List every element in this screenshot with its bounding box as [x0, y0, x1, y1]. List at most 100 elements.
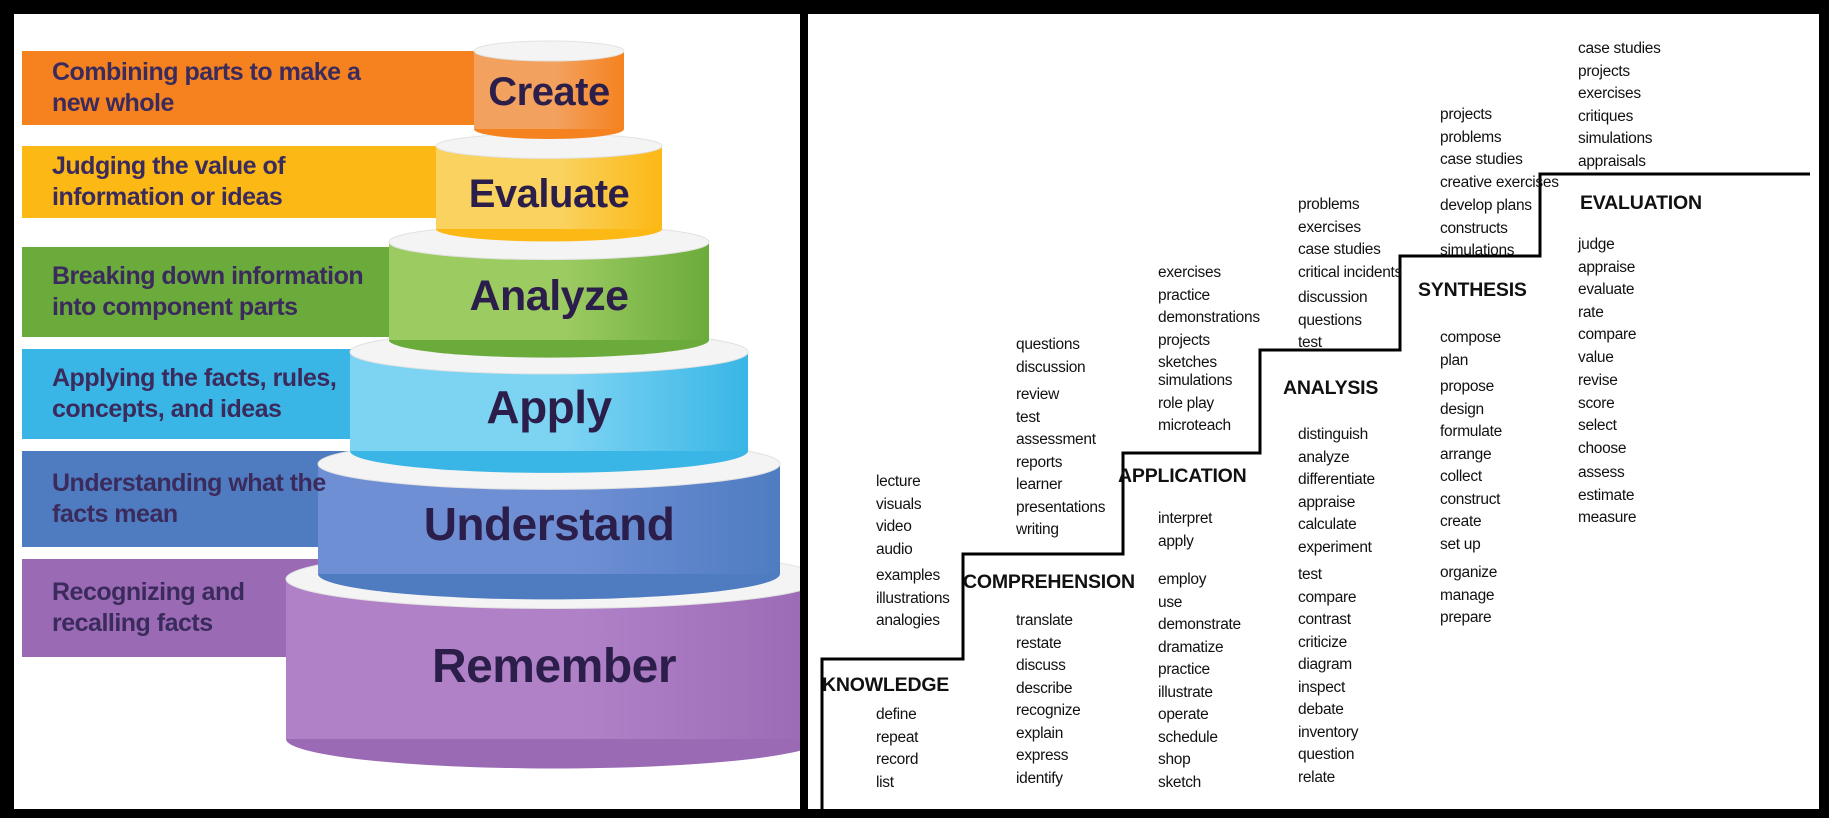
verb-item: appraise [1578, 258, 1636, 276]
tier-analyze [22, 223, 710, 358]
activity-item: role play [1158, 394, 1214, 412]
verb-item: contrast [1298, 611, 1351, 628]
activity-item: test [1016, 408, 1040, 426]
verb-item: revise [1578, 372, 1618, 389]
verb-item: differentiate [1298, 471, 1375, 488]
verb-item: prepare [1440, 609, 1492, 626]
activity-item: projects [1440, 106, 1492, 123]
verb-item: manage [1440, 586, 1495, 604]
verb-item: assess [1578, 464, 1625, 481]
staircase-line [820, 172, 1810, 809]
level-name: COMPREHENSION [963, 571, 1135, 593]
verb-item: translate [1016, 612, 1073, 629]
tier-description-create: Combining parts to make a new whole [22, 51, 392, 125]
verb-item: use [1158, 593, 1183, 611]
tier-description-analyze: Breaking down information into component… [22, 247, 392, 337]
activity-item: assessment [1016, 431, 1096, 448]
verb-item: identify [1016, 769, 1063, 787]
activity-item: problems [1440, 128, 1502, 146]
verb-item: choose [1578, 439, 1627, 457]
tier-description-text: Recognizing and recalling facts [52, 578, 245, 637]
verb-item: record [876, 751, 919, 768]
verb-item: test [1298, 566, 1322, 583]
tier-description-text: Judging the value of information or idea… [52, 152, 286, 211]
verb-item: shop [1158, 751, 1191, 768]
activity-item: discussion [1298, 289, 1368, 306]
verb-item: organize [1440, 564, 1498, 581]
verb-item: explain [1016, 724, 1064, 742]
verb-item: recognize [1016, 702, 1081, 719]
activity-item: visuals [876, 495, 922, 513]
verb-item: inventory [1298, 723, 1359, 741]
verb-item: relate [1298, 768, 1335, 786]
activity-item: sketches [1158, 354, 1217, 371]
tier-band [22, 51, 547, 125]
activity-item: reports [1016, 453, 1063, 471]
tier-label-understand: Understand [423, 498, 675, 551]
activity-item: demonstrations [1158, 309, 1260, 326]
tier-label-create: Create [488, 70, 610, 114]
pyramid-graphic [22, 40, 800, 769]
verb-item: express [1016, 747, 1069, 764]
activity-item: video [876, 518, 912, 535]
verb-item: compare [1578, 326, 1637, 343]
activity-list: discussion questions test [1298, 287, 1368, 355]
tier-label-evaluate: Evaluate [468, 171, 630, 216]
activity-item: questions [1298, 311, 1362, 329]
activity-item: analogies [876, 612, 940, 629]
verb-item: demonstrate [1158, 616, 1241, 633]
verb-item: analyze [1298, 448, 1350, 466]
verb-item: inspect [1298, 678, 1346, 696]
activity-item: test [1298, 334, 1322, 351]
verb-item: calculate [1298, 516, 1357, 533]
activity-item: appraisals [1578, 152, 1646, 170]
verb-item: measure [1578, 509, 1637, 526]
activity-item: creative exercises [1440, 173, 1559, 191]
verb-item: judge [1578, 236, 1615, 253]
verb-item: compose [1440, 329, 1501, 346]
verb-item: construct [1440, 490, 1501, 508]
tier-description-text: Applying the facts, rules, concepts, and… [52, 364, 337, 423]
cylinder-body [436, 146, 662, 229]
tier-description-text: Understanding what the facts mean [52, 469, 326, 528]
activity-item: discussion [1016, 358, 1086, 376]
level-name: ANALYSIS [1283, 377, 1379, 399]
verb-item: debate [1298, 701, 1344, 718]
cylinder-body [474, 51, 624, 129]
verb-item: compare [1298, 588, 1357, 606]
tier-description-remember: Recognizing and recalling facts [22, 559, 294, 657]
activity-item: critical incidents [1298, 263, 1403, 281]
verb-item: criticize [1298, 633, 1347, 651]
activity-item: exercises [1578, 85, 1641, 102]
level-name: EVALUATION [1580, 192, 1702, 214]
level-name: APPLICATION [1118, 465, 1247, 487]
tier-description-text: Combining parts to make a new whole [52, 58, 361, 117]
tier-label-remember: Remember [431, 640, 677, 694]
tier-description-text: Breaking down information into component… [52, 262, 364, 321]
tier-label-apply: Apply [486, 380, 612, 433]
stair-line [820, 172, 1810, 809]
verb-item: appraise [1298, 493, 1356, 511]
activity-item: exercises [1298, 218, 1361, 236]
activity-item: audio [876, 540, 913, 558]
activity-item: develop plans [1440, 197, 1532, 214]
verb-item: practice [1158, 661, 1210, 678]
verb-item: propose [1440, 378, 1494, 395]
activity-item: problems [1298, 196, 1360, 213]
